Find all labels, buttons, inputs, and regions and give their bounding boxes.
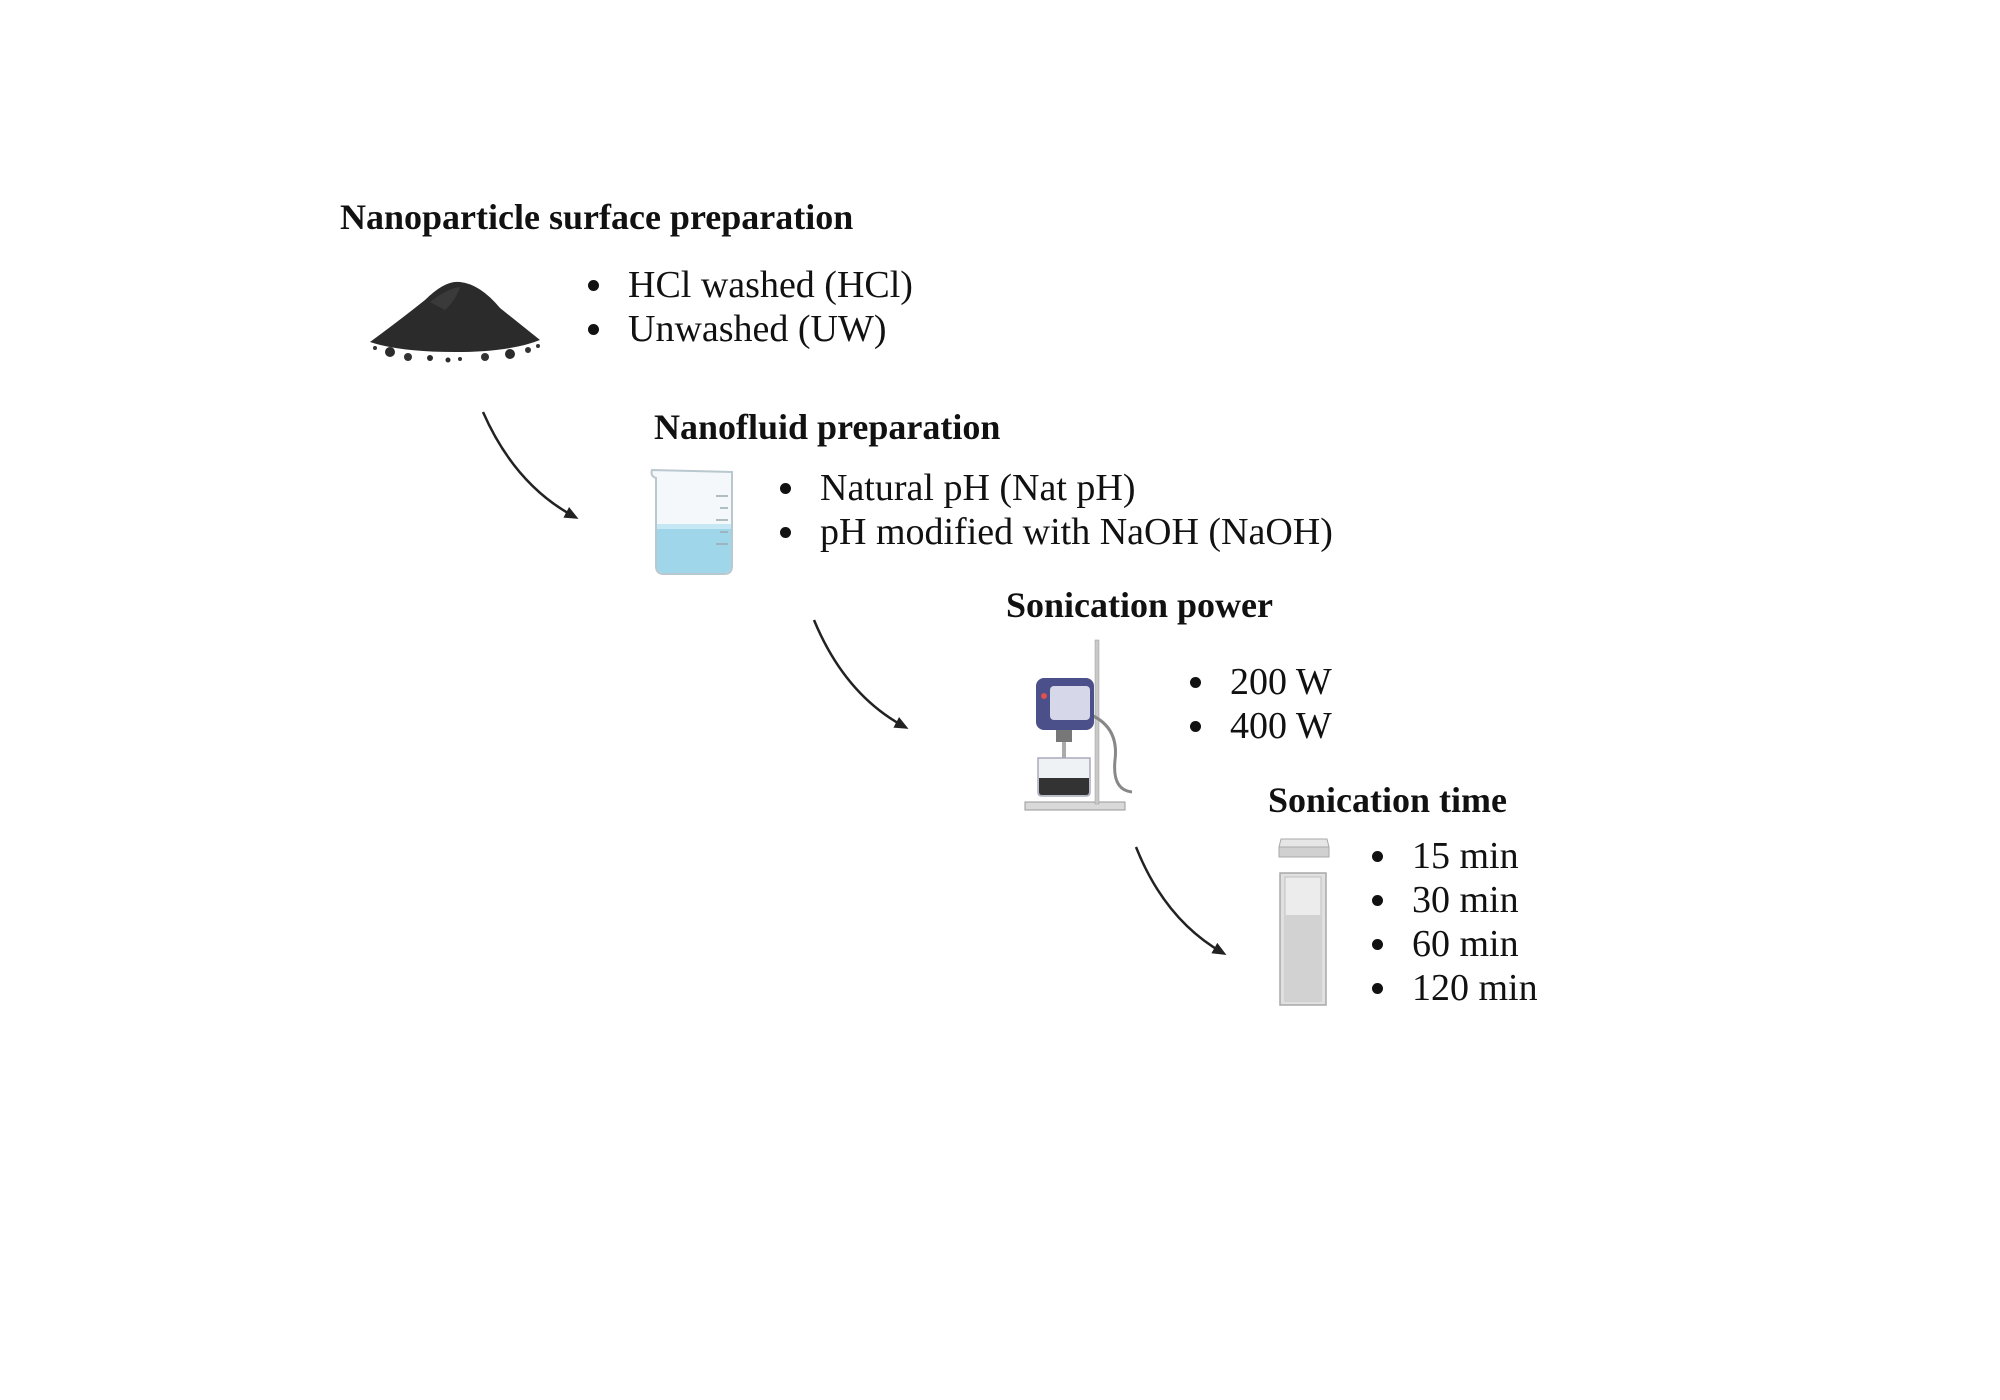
arrow-step1-to-step2 [481, 411, 579, 519]
list-item: 15 min [1368, 834, 1538, 878]
powder-pile-icon [370, 281, 540, 363]
step4-options: 15 min 30 min 60 min 120 min [1368, 834, 1538, 1010]
step3-options: 200 W 400 W [1186, 660, 1332, 748]
beaker-icon [650, 468, 733, 575]
list-item: 30 min [1368, 878, 1538, 922]
list-item: pH modified with NaOH (NaOH) [776, 510, 1333, 554]
arrow-step2-to-step3 [812, 619, 909, 729]
step2-options: Natural pH (Nat pH) pH modified with NaO… [776, 466, 1333, 554]
list-item: Unwashed (UW) [584, 307, 913, 351]
list-item: 60 min [1368, 922, 1538, 966]
list-item: 400 W [1186, 704, 1332, 748]
step1-options: HCl washed (HCl) Unwashed (UW) [584, 263, 913, 351]
step4-title: Sonication time [1268, 780, 1507, 820]
arrow-step3-to-step4 [1134, 846, 1227, 955]
step1-title: Nanoparticle surface preparation [340, 197, 854, 237]
list-item: HCl washed (HCl) [584, 263, 913, 307]
list-item: 200 W [1186, 660, 1332, 704]
probe-sonicator-icon [1024, 639, 1133, 811]
step2-title: Nanofluid preparation [654, 407, 1001, 447]
cuvette-icon [1278, 838, 1330, 1006]
list-item: Natural pH (Nat pH) [776, 466, 1333, 510]
step3-title: Sonication power [1006, 585, 1274, 625]
list-item: 120 min [1368, 966, 1538, 1010]
